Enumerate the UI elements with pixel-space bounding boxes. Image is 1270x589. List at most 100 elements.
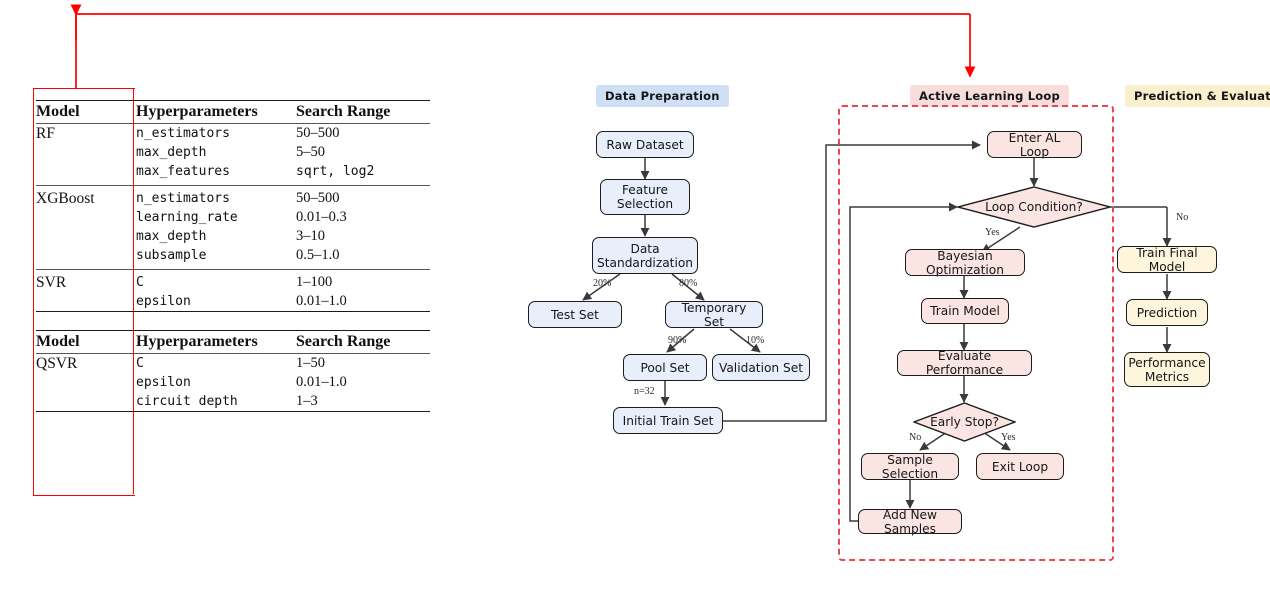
cell-model	[36, 292, 136, 311]
table-row: epsilon 0.01–1.0	[36, 292, 430, 311]
node-train-model: Train Model	[921, 298, 1009, 324]
node-label: Evaluate Performance	[925, 349, 1004, 377]
edge-label-early-no: No	[909, 432, 922, 443]
header-rule	[36, 353, 430, 354]
header-model: Model	[36, 103, 80, 120]
cell-model	[36, 208, 136, 227]
cell-search-range: 5–50	[296, 144, 325, 160]
cell-hyperparameter: learning_rate	[136, 210, 238, 225]
node-label: Train Model	[930, 304, 1000, 318]
node-label: Pool Set	[640, 360, 690, 375]
node-bayesian-optimization: Bayesian Optimization	[905, 248, 1025, 277]
cell-model: SVR	[36, 274, 67, 291]
table-bottom-rule	[36, 311, 430, 312]
cell-search-range: 50–500	[296, 125, 340, 141]
edge-label-val-split: 10%	[746, 335, 765, 346]
cell-hyperparameter: C	[136, 356, 144, 371]
stage-label-prediction-evaluation: Prediction & Evaluation	[1125, 85, 1270, 107]
cell-model	[36, 392, 136, 411]
stage-label-text: Data Preparation	[605, 89, 720, 103]
diamond-shape	[912, 402, 1017, 442]
node-train-final-model: Train Final Model	[1117, 245, 1217, 274]
header-rule	[36, 123, 430, 124]
node-label: Prediction	[1136, 305, 1198, 320]
table-row: RF n_estimators 50–500	[36, 124, 430, 143]
node-label: Loop Condition?	[985, 200, 1083, 214]
node-label: Test Set	[551, 307, 599, 322]
edge-label-early-yes: Yes	[1001, 432, 1016, 443]
cell-search-range: 50–500	[296, 190, 340, 206]
table2-bottom-rule	[36, 411, 430, 412]
edge-label-loop-yes: Yes	[985, 227, 1000, 238]
node-early-stop: Early Stop?	[912, 402, 1017, 442]
cell-search-range: 1–3	[296, 393, 318, 409]
node-temporary-set: Temporary Set	[665, 301, 763, 329]
group-rule-row	[36, 265, 430, 273]
stage-label-text: Active Learning Loop	[919, 89, 1060, 103]
node-label: Raw Dataset	[606, 137, 684, 152]
cell-hyperparameter: n_estimators	[136, 191, 230, 206]
cell-model: RF	[36, 125, 55, 142]
edge-label-loop-no: No	[1176, 212, 1189, 223]
table-row: XGBoost n_estimators 50–500	[36, 189, 430, 208]
cell-hyperparameter: max_depth	[136, 229, 207, 244]
red-highlight-box	[33, 88, 135, 496]
node-enter-al-loop: Enter AL Loop	[987, 130, 1082, 159]
cell-search-range: 1–50	[296, 355, 325, 371]
node-label: Validation Set	[718, 360, 804, 375]
rule-row	[36, 353, 430, 354]
cell-hyperparameter: epsilon	[136, 294, 191, 309]
cell-search-range: 0.5–1.0	[296, 247, 340, 263]
cell-hyperparameter: circuit depth	[136, 394, 238, 409]
node-label: Add New Samples	[882, 507, 938, 536]
cell-search-range: 0.01–1.0	[296, 293, 347, 309]
red-highlight-box-right-edge	[133, 88, 134, 494]
node-label: Enter AL Loop	[1008, 130, 1061, 159]
cell-hyperparameter: n_estimators	[136, 126, 230, 141]
cell-search-range: 1–100	[296, 274, 333, 290]
cell-search-range: 0.01–0.3	[296, 209, 347, 225]
node-label: Bayesian Optimization	[926, 248, 1004, 277]
cell-model	[36, 143, 136, 162]
stage-label-text: Prediction & Evaluation	[1134, 89, 1270, 103]
red-annotation-arrow	[70, 4, 976, 88]
node-loop-condition: Loop Condition?	[955, 186, 1113, 228]
edge-label-pool-split: 90%	[668, 335, 687, 346]
table2-header-row: Model Hyperparameters Search Range	[36, 331, 430, 353]
cell-model	[36, 227, 136, 246]
node-test-set: Test Set	[528, 301, 622, 328]
diamond-shape	[955, 186, 1113, 228]
stage-label-active-learning: Active Learning Loop	[910, 85, 1069, 107]
cell-model	[36, 162, 136, 181]
table-row: max_depth 5–50	[36, 143, 430, 162]
table-row: learning_rate 0.01–0.3	[36, 208, 430, 227]
group-rule	[36, 269, 430, 270]
node-exit-loop: Exit Loop	[976, 453, 1064, 480]
edge-label-initial-n: n=32	[634, 386, 655, 397]
table-row: QSVR C 1–50	[36, 354, 430, 373]
stage-label-data-preparation: Data Preparation	[596, 85, 729, 107]
node-label: Early Stop?	[930, 415, 999, 429]
cell-hyperparameter: epsilon	[136, 375, 191, 390]
table-top-rule	[36, 100, 430, 101]
cell-model	[36, 246, 136, 265]
node-prediction: Prediction	[1126, 299, 1208, 326]
header-search-range: Search Range	[296, 103, 391, 120]
cell-hyperparameter: max_depth	[136, 145, 207, 160]
group-rule	[36, 185, 430, 186]
edge-label-test-split: 20%	[593, 278, 612, 289]
node-label: Train Final Model	[1136, 245, 1198, 274]
cell-model: QSVR	[36, 355, 78, 372]
hyperparameter-table: Model Hyperparameters Search Range RF n_e…	[36, 100, 430, 412]
cell-model: XGBoost	[36, 190, 95, 207]
node-label: Initial Train Set	[622, 413, 714, 428]
